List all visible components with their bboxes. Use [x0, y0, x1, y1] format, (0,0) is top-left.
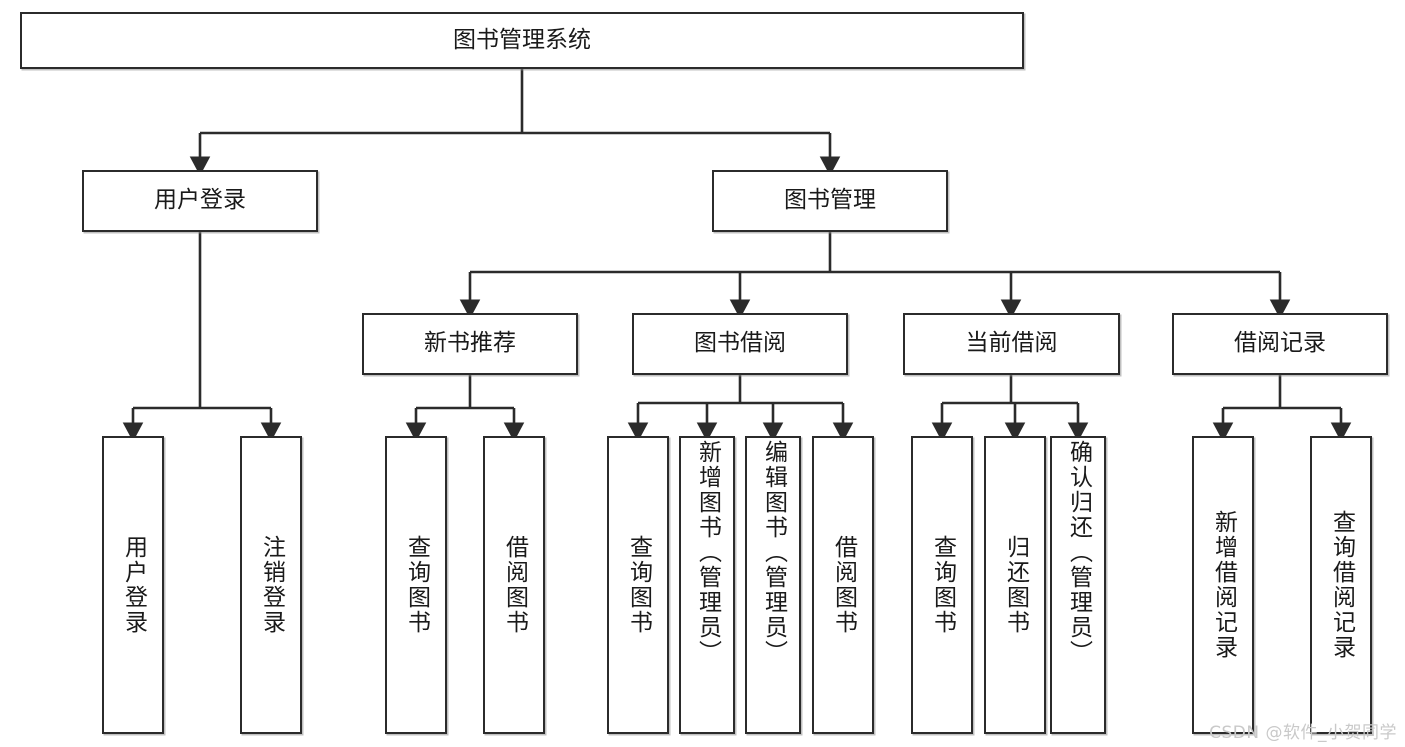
node-root-label: 图书管理系统 [453, 26, 591, 53]
node-leaf-borrow-book-1[interactable]: 借阅图书 [483, 436, 545, 734]
node-leaf-query-book-3-label: 查询图书 [929, 535, 956, 635]
node-leaf-add-borrow-record[interactable]: 新增借阅记录 [1192, 436, 1254, 734]
node-leaf-user-logout-label: 注销登录 [258, 535, 285, 635]
node-leaf-borrow-book-1-label: 借阅图书 [501, 535, 528, 635]
node-book-borrow[interactable]: 图书借阅 [632, 313, 848, 375]
node-leaf-user-login-label: 用户登录 [120, 535, 147, 635]
node-user-login[interactable]: 用户登录 [82, 170, 318, 232]
node-leaf-confirm-return-admin-label: 确认归还（管理员） [1065, 440, 1092, 665]
node-book-manage[interactable]: 图书管理 [712, 170, 948, 232]
node-borrow-record-label: 借阅记录 [1234, 330, 1326, 357]
node-leaf-borrow-book-2[interactable]: 借阅图书 [812, 436, 874, 734]
node-leaf-query-book-1[interactable]: 查询图书 [385, 436, 447, 734]
node-leaf-user-logout[interactable]: 注销登录 [240, 436, 302, 734]
node-leaf-return-book[interactable]: 归还图书 [984, 436, 1046, 734]
csdn-watermark: CSDN @软件_小贺同学 [1209, 723, 1397, 743]
node-book-manage-label: 图书管理 [784, 187, 876, 214]
node-leaf-confirm-return-admin[interactable]: 确认归还（管理员） [1050, 436, 1106, 734]
node-leaf-query-borrow-record[interactable]: 查询借阅记录 [1310, 436, 1372, 734]
node-new-book-recommend[interactable]: 新书推荐 [362, 313, 578, 375]
node-leaf-add-book-admin[interactable]: 新增图书（管理员） [679, 436, 735, 734]
node-user-login-label: 用户登录 [154, 187, 246, 214]
node-leaf-query-book-2[interactable]: 查询图书 [607, 436, 669, 734]
node-current-borrow-label: 当前借阅 [965, 330, 1058, 357]
node-leaf-edit-book-admin[interactable]: 编辑图书（管理员） [745, 436, 801, 734]
node-leaf-user-login[interactable]: 用户登录 [102, 436, 164, 734]
node-borrow-record[interactable]: 借阅记录 [1172, 313, 1388, 375]
node-leaf-query-book-2-label: 查询图书 [625, 535, 652, 635]
node-leaf-borrow-book-2-label: 借阅图书 [830, 535, 857, 635]
node-new-book-recommend-label: 新书推荐 [424, 330, 516, 357]
node-leaf-query-book-1-label: 查询图书 [403, 535, 430, 635]
node-book-borrow-label: 图书借阅 [694, 330, 786, 357]
node-leaf-edit-book-admin-label: 编辑图书（管理员） [760, 440, 787, 665]
node-leaf-return-book-label: 归还图书 [1002, 535, 1029, 635]
node-leaf-add-book-admin-label: 新增图书（管理员） [694, 440, 721, 665]
node-leaf-add-borrow-record-label: 新增借阅记录 [1210, 510, 1237, 660]
node-leaf-query-book-3[interactable]: 查询图书 [911, 436, 973, 734]
node-current-borrow[interactable]: 当前借阅 [903, 313, 1120, 375]
node-leaf-query-borrow-record-label: 查询借阅记录 [1328, 510, 1355, 660]
node-root[interactable]: 图书管理系统 [20, 12, 1024, 69]
